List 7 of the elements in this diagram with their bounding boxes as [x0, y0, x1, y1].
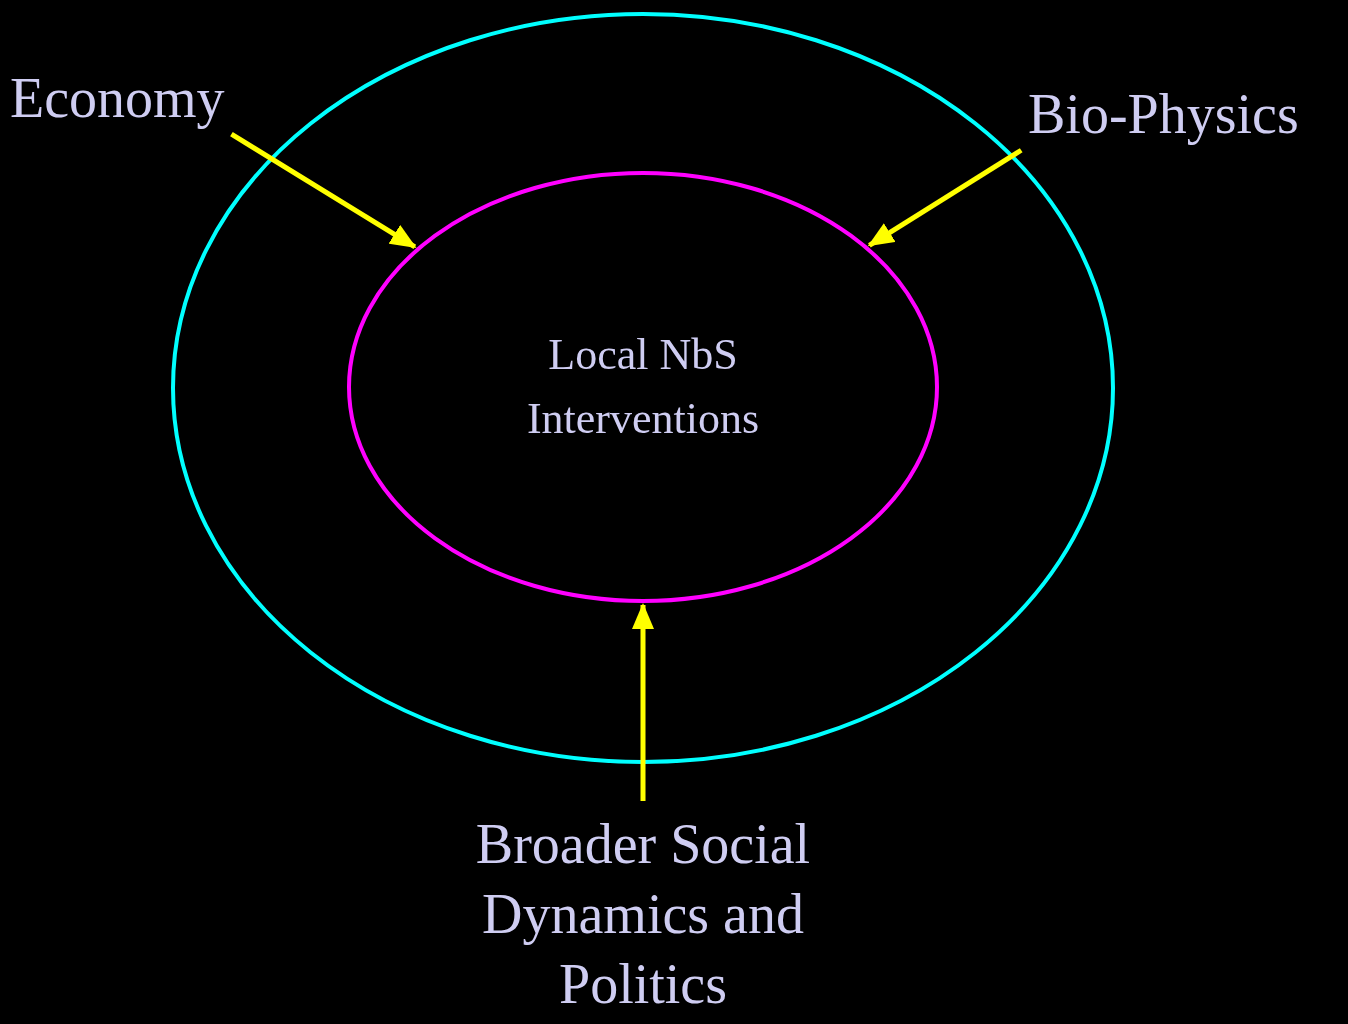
- arrow: [632, 603, 654, 801]
- node-label: Economy: [10, 66, 225, 130]
- node-label: Bio-Physics: [1028, 82, 1299, 146]
- arrow: [230, 132, 417, 249]
- node-label: Broader Social Dynamics and Politics: [474, 812, 812, 1017]
- ellipse-label: Local NbS Interventions: [525, 329, 761, 445]
- arrow: [867, 148, 1023, 248]
